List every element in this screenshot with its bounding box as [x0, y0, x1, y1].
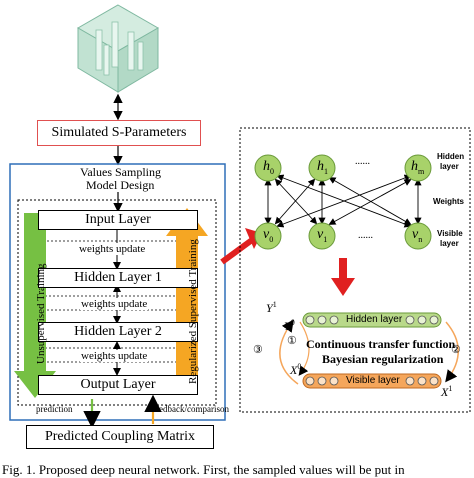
network-dotted-frame: [17, 199, 217, 406]
visible-layer-bar-label: Visible layer: [346, 375, 400, 386]
step-1-marker: ①: [287, 335, 297, 347]
hidden-node-0: [254, 154, 282, 182]
hidden-layer-bar: [302, 312, 442, 328]
y0-label: Y0: [284, 318, 295, 333]
step-3-marker: ③: [253, 344, 263, 356]
x0-label: X0: [290, 362, 302, 377]
hidden-layer-bar-label: Hidden layer: [346, 314, 403, 325]
visible-node-1: [308, 222, 336, 250]
hidden-node-0-label: h0: [263, 159, 274, 176]
design-title-line1: Values Sampling: [80, 165, 161, 179]
visible-node-n-label: vn: [412, 227, 423, 244]
weights-update-label-1: weights update: [78, 243, 147, 255]
predicted-coupling-matrix-box: Predicted Coupling Matrix: [26, 425, 214, 449]
hidden-layer-side-label-1: Hidden: [437, 152, 465, 161]
cycle-arrow-right: [445, 321, 459, 383]
hidden-layer-2-box: Hidden Layer 2: [38, 322, 198, 342]
hidden-dots: ......: [355, 156, 370, 167]
weights-update-label-2: weights update: [80, 298, 149, 310]
model-design-frame: [9, 163, 226, 421]
visible-node-0-label: v0: [263, 227, 274, 244]
visible-dots: ......: [358, 230, 373, 241]
rbm-frame: [239, 127, 471, 413]
transfer-line-2: Bayesian regularization: [322, 352, 444, 366]
red-arrow-down: [331, 258, 355, 296]
hidden-layer-1-box: Hidden Layer 1: [38, 268, 198, 288]
transfer-line-1: Continuous transfer function: [306, 337, 456, 351]
cycle-arrow-inner: [298, 321, 310, 376]
model-3d-icon: [76, 4, 160, 93]
prediction-label: prediction: [36, 404, 73, 414]
x1-label: X1: [441, 384, 453, 399]
visible-layer-side-label-1: Visible: [437, 229, 463, 238]
visible-node-1-label: v1: [317, 227, 328, 244]
design-title-line2: Model Design: [86, 178, 155, 192]
supervised-training-label: Regularized Supervised Training: [187, 239, 199, 384]
feedback-label: Feedback/comparison: [150, 404, 229, 414]
input-layer-box: Input Layer: [38, 210, 198, 230]
output-layer-box: Output Layer: [38, 375, 198, 395]
hidden-layer-side-label-2: layer: [440, 162, 459, 171]
hidden-node-1-label: h1: [317, 159, 328, 176]
cycle-arrow-left: [279, 319, 299, 385]
step-2-marker: ②: [451, 344, 461, 356]
hidden-node-1: [308, 154, 336, 182]
rbm-weights: [264, 174, 422, 228]
hidden-node-m-label: hm: [411, 159, 425, 176]
weights-side-label: Weights: [433, 197, 464, 206]
unsupervised-training-label: Unsupervised Training: [35, 263, 47, 364]
visible-layer-side-label-2: layer: [440, 239, 459, 248]
visible-layer-bar: [302, 373, 442, 389]
hidden-node-m: [404, 154, 432, 182]
figure-caption: Fig. 1. Proposed deep neural network. Fi…: [2, 462, 405, 477]
visible-node-n: [404, 222, 432, 250]
visible-node-0: [254, 222, 282, 250]
s-parameters-box: Simulated S-Parameters: [37, 120, 201, 146]
weights-update-label-3: weights update: [80, 350, 149, 362]
y1-label: Y1: [266, 300, 277, 315]
